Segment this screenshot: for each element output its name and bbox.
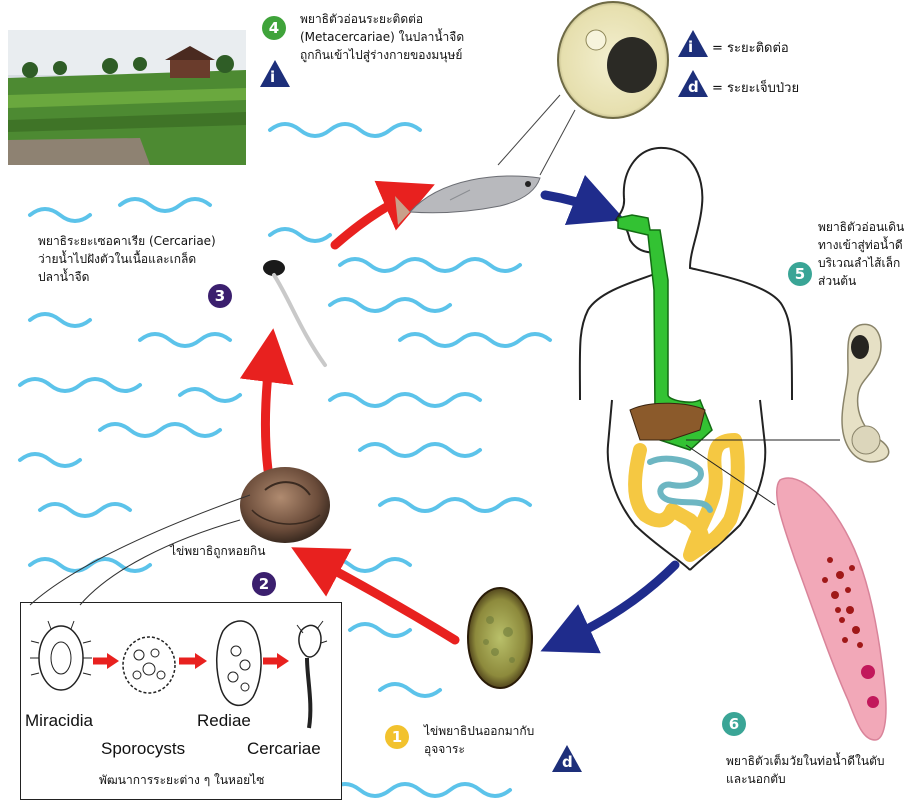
miracidia-label: Miracidia [25, 711, 93, 731]
stage-4-text: พยาธิตัวอ่อนระยะติดต่อ (Metacercariae) ใ… [300, 10, 464, 64]
miracidia-icon [30, 621, 92, 690]
legend-infective-label: = ระยะติดต่อ [712, 37, 789, 58]
stage-1-text: ไข่พยาธิปนออกมากับ อุจจาระ [424, 722, 534, 758]
stage-2-text: ไข่พยาธิถูกหอยกิน [170, 542, 265, 560]
inset-caption: พัฒนาการระยะต่าง ๆ ในหอยไซ [99, 771, 264, 790]
infective-stage-icon: i [678, 30, 708, 57]
human-body-outline [580, 148, 792, 570]
juvenile-fluke [842, 324, 889, 462]
adult-fluke [777, 478, 886, 740]
stage-6-badge: 6 [722, 712, 746, 736]
stage-3-badge: 3 [208, 284, 232, 308]
rediae-icon [217, 621, 261, 705]
diagnostic-stage-icon: d [678, 70, 708, 97]
stage-3-text: พยาธิระยะเซอคาเรีย (Cercariae) ว่ายน้ำไป… [38, 232, 216, 286]
legend-diagnostic-label: = ระยะเจ็บป่วย [712, 77, 799, 98]
stage-1-badge: 1 [385, 725, 409, 749]
development-stages-drawing [21, 603, 341, 799]
stage-5-text: พยาธิตัวอ่อนเดิน ทางเข้าสู่ท่อน้ำดี บริเ… [818, 218, 904, 290]
sporocysts-icon [123, 637, 175, 693]
fish-icon [395, 176, 540, 225]
cercariae-icon [297, 621, 327, 728]
metacercaria-cyst [498, 2, 668, 175]
rediae-label: Rediae [197, 711, 251, 731]
stage-5-badge: 5 [788, 262, 812, 286]
stage-4-badge: 4 [262, 16, 286, 40]
stage-2-badge: 2 [252, 572, 276, 596]
snail-development-inset: Miracidia Sporocysts Rediae Cercariae พั… [20, 602, 342, 800]
photo-rice-field [8, 30, 246, 165]
stage-6-text: พยาธิตัวเต็มวัยในท่อน้ำดีในตับ และนอกตับ [726, 752, 885, 788]
cercaria-larva [263, 260, 325, 365]
cercariae-label: Cercariae [247, 739, 321, 759]
stage-1-diagnostic-icon: d [552, 745, 582, 772]
stage-4-infective-icon: i [260, 60, 290, 87]
snail-icon [240, 467, 330, 543]
egg-icon [468, 588, 532, 688]
sporocysts-label: Sporocysts [101, 739, 185, 759]
